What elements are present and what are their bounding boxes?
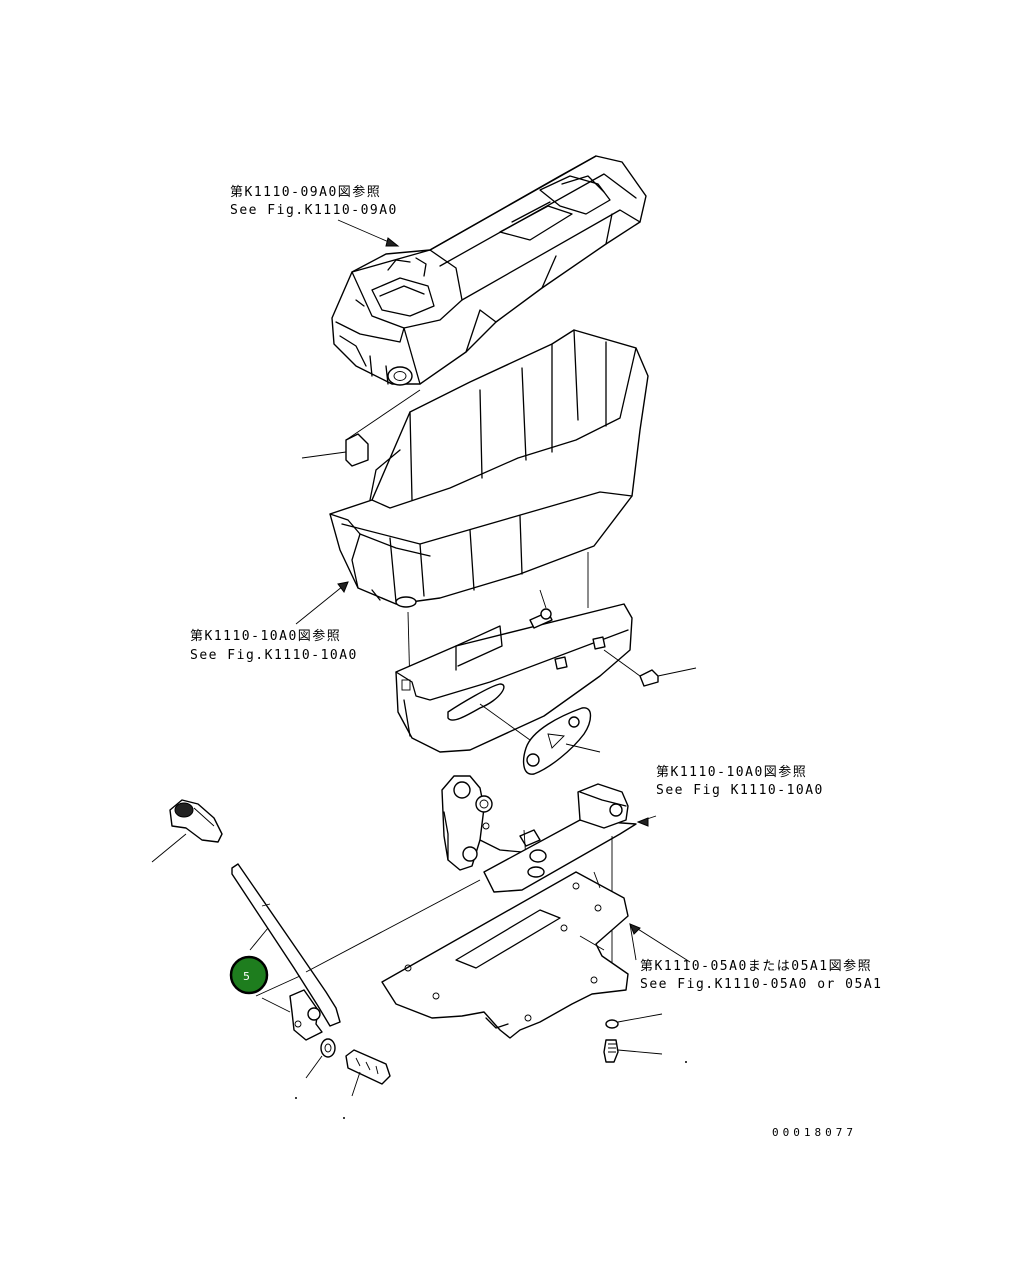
bracket-plate (483, 783, 637, 986)
mark-dot (685, 1061, 687, 1063)
armrest-leader (337, 219, 400, 247)
lever-bracket (441, 775, 541, 871)
armrest-ref-jp: 第K1110-09A0図参照 (230, 184, 381, 200)
cover-ref-jp: 第K1110-10A0図参照 (190, 628, 341, 644)
armrest-ref-en: See Fig.K1110-09A0 (230, 203, 398, 218)
panel-assembly (395, 552, 633, 753)
armrest-assembly (331, 155, 647, 386)
cover-assembly (329, 329, 649, 608)
plug-part (603, 649, 697, 687)
plate-ref-jp: 第K1110-05A0または05A1図参照 (640, 958, 872, 974)
mark-dot (343, 1117, 345, 1119)
bolt-set-right (603, 1013, 663, 1063)
base-plate (381, 871, 629, 1039)
cover-leader (295, 581, 349, 625)
bracket-ref-jp: 第K1110-10A0図参照 (656, 764, 807, 780)
lever-rod (231, 863, 341, 1027)
screw-part (529, 589, 553, 629)
plate-ref-en: See Fig.K1110-05A0 or 05A1 (640, 977, 883, 992)
plate-leader (629, 923, 691, 963)
part-marker-label: 5 (243, 970, 250, 983)
lever-base (255, 879, 481, 1041)
washer-left (305, 1038, 336, 1079)
cap-part (301, 389, 421, 467)
mark-dot (295, 1097, 297, 1099)
lever-knob (151, 799, 223, 863)
drawing-id: 00018077 (772, 1126, 857, 1139)
bracket-leader (636, 815, 657, 827)
bracket-ref-en: See Fig K1110-10A0 (656, 783, 824, 798)
bolt-left (345, 1049, 391, 1097)
cover-ref-en: See Fig.K1110-10A0 (190, 648, 358, 663)
link-plate (479, 703, 601, 775)
part-marker-5[interactable]: 5 (229, 955, 269, 995)
part-marker-circle[interactable] (229, 955, 269, 995)
